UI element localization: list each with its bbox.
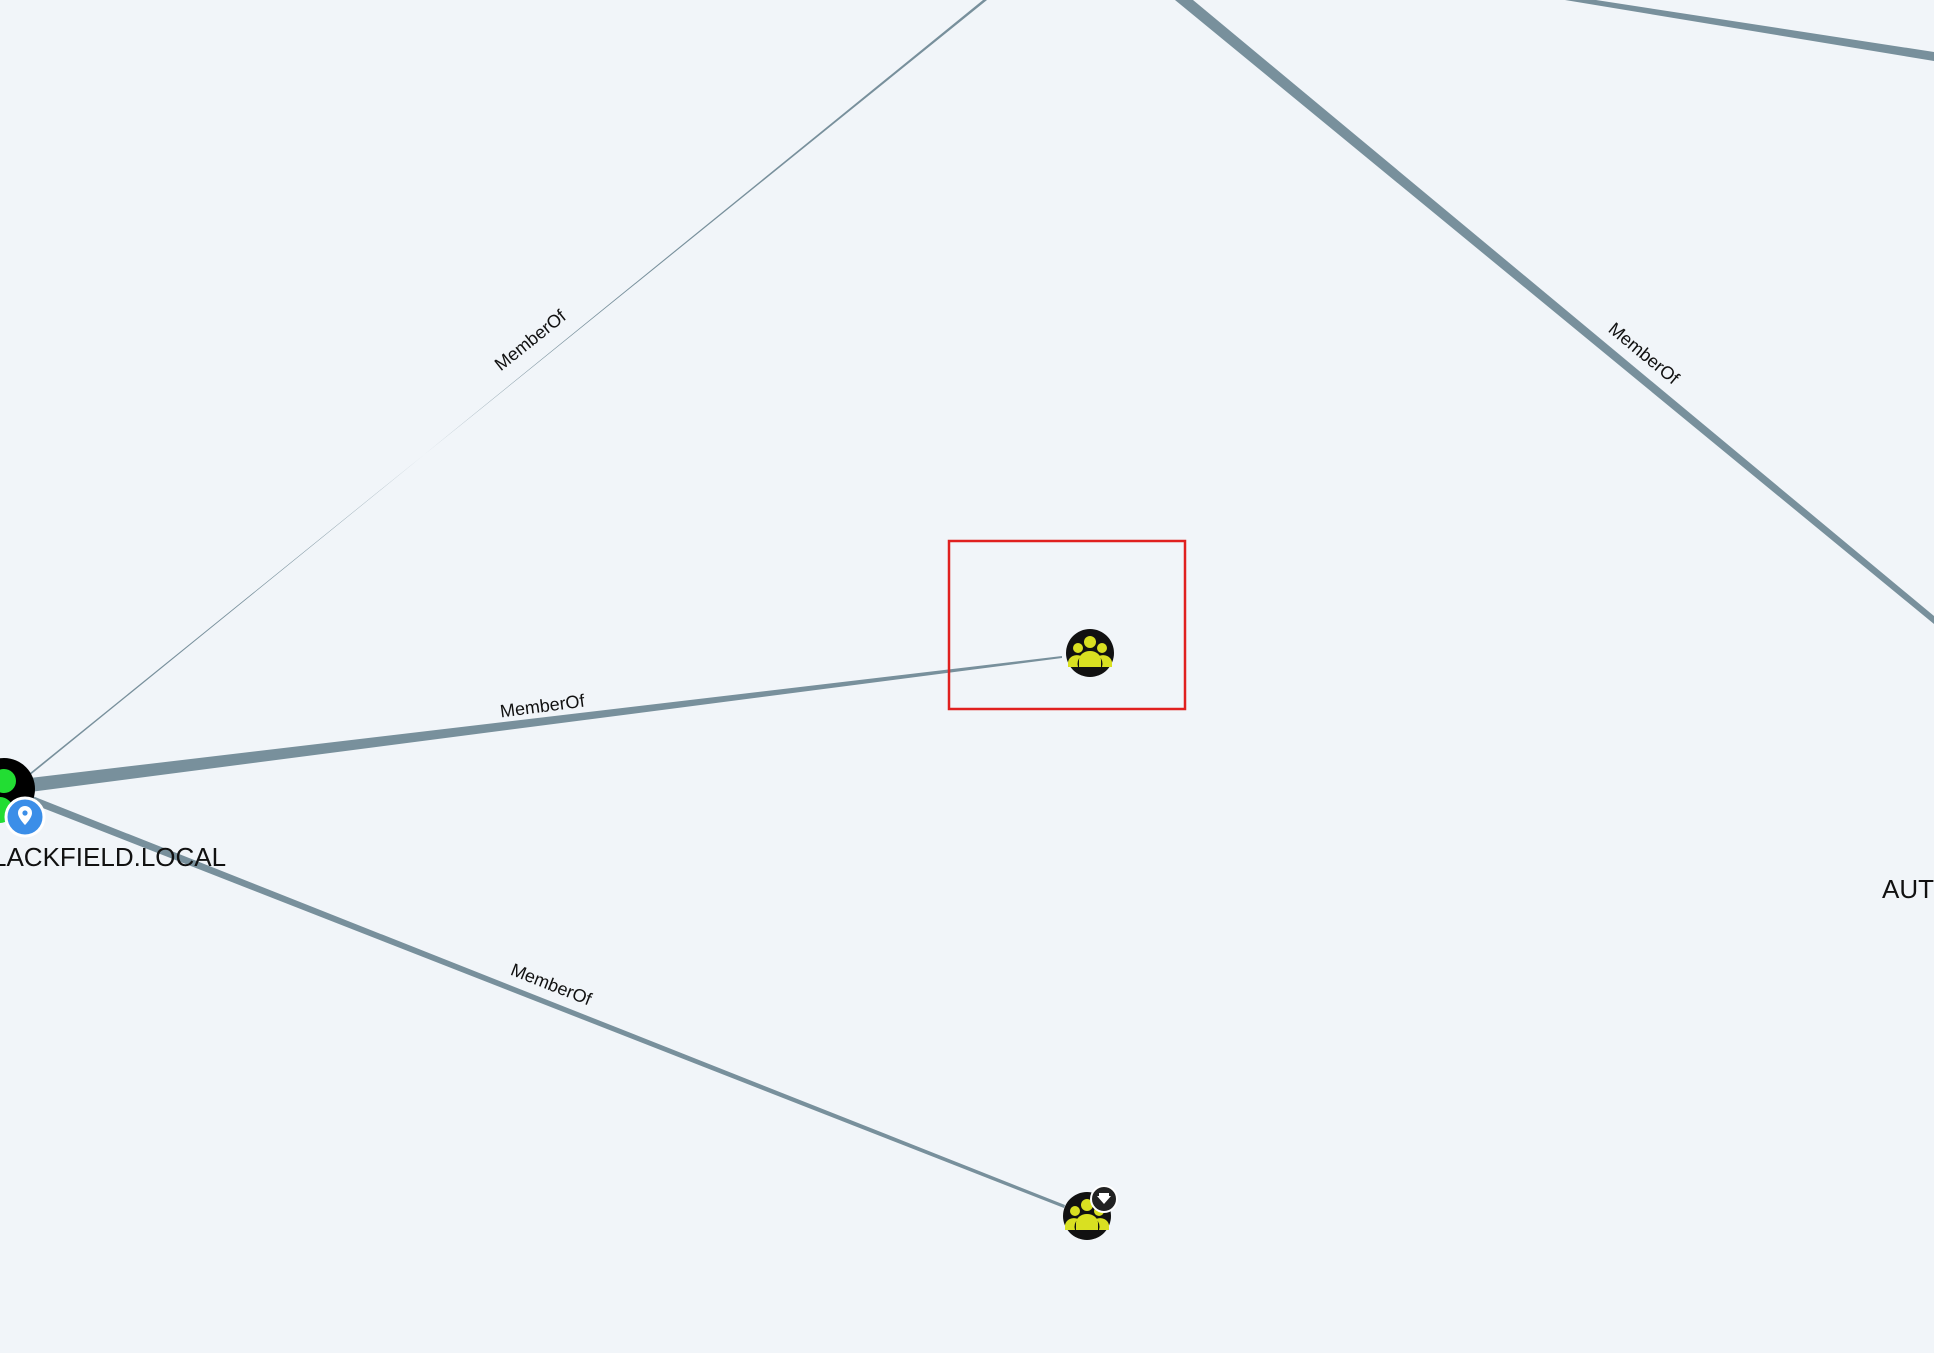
domain-users-node[interactable] bbox=[0, 758, 46, 838]
group-node-bottom[interactable] bbox=[1063, 1185, 1118, 1240]
location-pin-icon bbox=[4, 796, 46, 838]
high-value-badge-icon bbox=[1090, 1185, 1118, 1213]
selection-highlight-box bbox=[947, 539, 1187, 711]
edge-memberof-top-left[interactable] bbox=[18, 0, 987, 785]
group-icon bbox=[1068, 636, 1112, 667]
edge-memberof-bottom[interactable] bbox=[30, 795, 1065, 1208]
edge-memberof-middle[interactable] bbox=[30, 656, 1062, 792]
edge-memberof-top-far-right[interactable] bbox=[1565, 0, 1934, 61]
edges bbox=[18, 0, 1934, 1208]
edge-label-top-left: MemberOf bbox=[491, 305, 571, 374]
node-label-domain-group: LACKFIELD.LOCAL bbox=[0, 842, 226, 872]
node-label-right-partial: AUT bbox=[1882, 874, 1934, 904]
group-node-selected[interactable] bbox=[1066, 629, 1114, 677]
edge-memberof-top-right[interactable] bbox=[1175, 0, 1934, 624]
